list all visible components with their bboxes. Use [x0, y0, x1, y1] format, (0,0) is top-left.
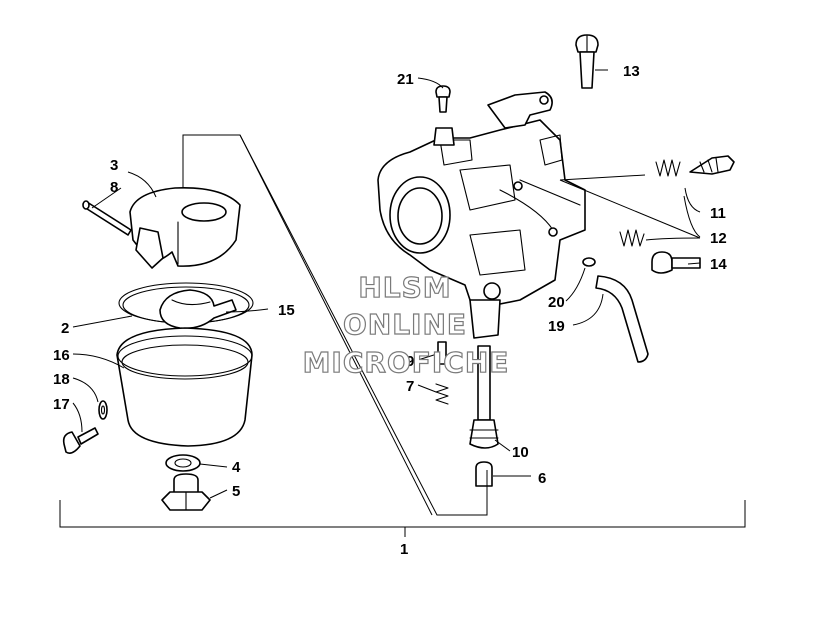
callout-20: 20 — [548, 294, 565, 311]
main-jet-part — [475, 461, 493, 487]
callout-19: 19 — [548, 318, 565, 335]
watermark: HLSM ONLINE MICROFICHE — [302, 270, 510, 379]
washer-part — [98, 400, 108, 420]
callout-2: 2 — [61, 320, 69, 337]
idle-spring-part — [655, 159, 681, 177]
o-ring-part — [582, 257, 596, 267]
watermark-line-3: MICROFICHE — [303, 346, 510, 379]
float-bowl-part — [116, 327, 253, 447]
small-spring-part — [435, 383, 449, 405]
idle-mixture-screw-part — [689, 155, 735, 175]
callout-9: 9 — [406, 353, 414, 370]
callout-labels: 3 8 2 15 16 18 17 4 5 1 13 21 11 12 14 2… — [53, 63, 727, 558]
float-arm-part — [159, 289, 237, 330]
bowl-screw-part — [62, 427, 99, 454]
float-pin-part — [82, 200, 132, 236]
screw-21-part — [435, 85, 451, 113]
callout-12: 12 — [710, 230, 727, 247]
pilot-jet-part — [437, 341, 447, 365]
callout-6: 6 — [538, 470, 546, 487]
throttle-spring-part — [619, 229, 645, 247]
callout-4: 4 — [232, 459, 241, 476]
callout-3: 3 — [110, 157, 118, 174]
callout-8: 8 — [110, 179, 118, 196]
callout-17: 17 — [53, 396, 70, 413]
callout-5: 5 — [232, 483, 240, 500]
assembly-bracket — [59, 500, 746, 537]
screw-13-part — [575, 34, 599, 89]
callout-15: 15 — [278, 302, 295, 319]
callout-21: 21 — [397, 71, 414, 88]
callout-18: 18 — [53, 371, 70, 388]
group-outline — [182, 134, 488, 516]
callout-10: 10 — [512, 444, 529, 461]
watermark-line-2: ONLINE — [343, 308, 467, 341]
drain-plug-part — [161, 473, 211, 511]
callout-16: 16 — [53, 347, 70, 364]
carburetor-body — [377, 91, 586, 339]
leader-lines — [72, 69, 701, 499]
callout-13: 13 — [623, 63, 640, 80]
main-jet-holder-part — [469, 345, 499, 449]
vent-hose-part — [595, 275, 649, 363]
float-part — [129, 187, 241, 269]
callout-7: 7 — [406, 378, 414, 395]
callout-14: 14 — [710, 256, 727, 273]
callout-11: 11 — [710, 205, 726, 222]
callout-1: 1 — [400, 541, 408, 558]
watermark-line-1: HLSM — [358, 271, 451, 304]
drain-gasket-part — [165, 454, 201, 472]
throttle-stop-screw-part — [651, 251, 701, 274]
